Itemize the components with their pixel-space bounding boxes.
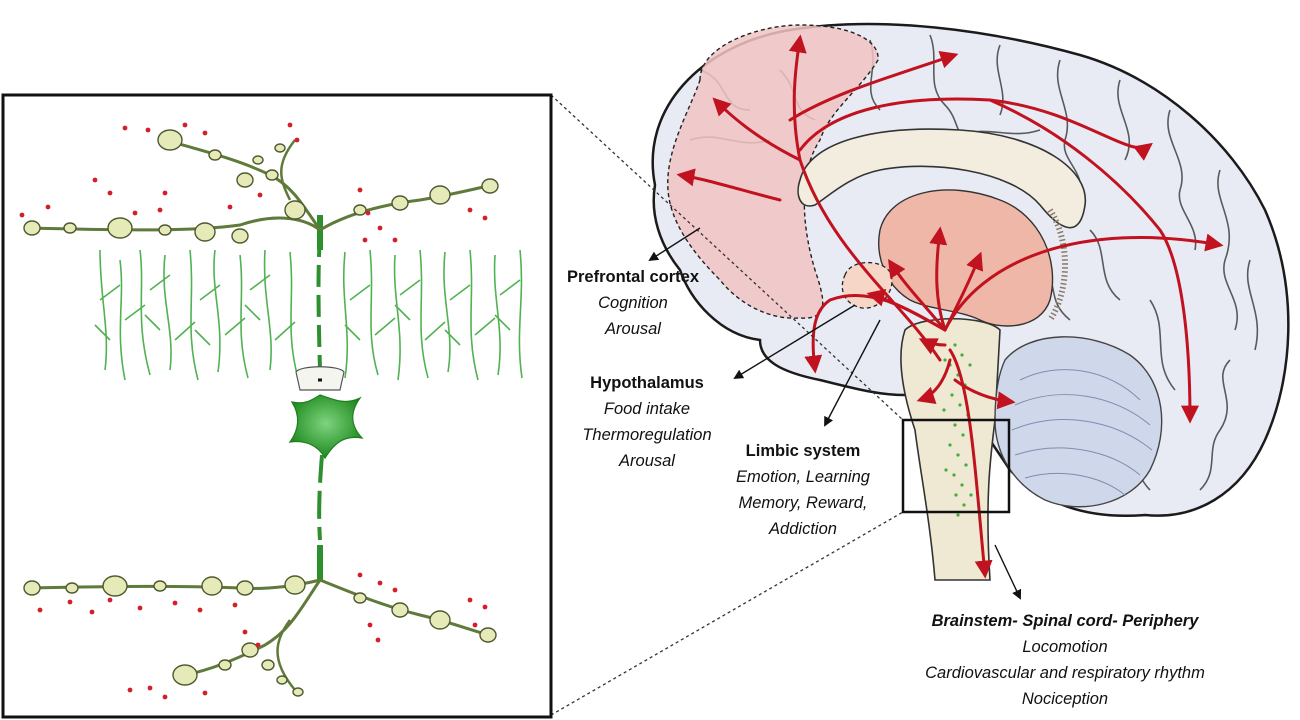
label-pointers: [648, 227, 1022, 600]
limbic-line-2: Memory, Reward,: [738, 494, 868, 512]
locus-coeruleus-dots: [942, 343, 974, 517]
hypothalamus-title: Hypothalamus: [590, 374, 704, 392]
neuron-illustration: [19, 122, 523, 700]
limbic-region: [878, 189, 1054, 327]
limbic-title: Limbic system: [745, 442, 861, 460]
upper-axon-terminals: [23, 129, 499, 244]
prefrontal-line-1: Cognition: [598, 294, 668, 312]
brainstem: [900, 318, 1001, 581]
neuron-main: [288, 215, 364, 580]
released-transmitter-dots: [19, 122, 488, 700]
hypothalamus-line-1: Food intake: [603, 400, 691, 418]
brainstem-line-3: Nociception: [1021, 690, 1109, 708]
brainstem-title: Brainstem- Spinal cord- Periphery: [931, 612, 1199, 630]
prefrontal-label: Prefrontal cortex Cognition Arousal: [553, 264, 713, 342]
neuron-inset-frame: [1, 93, 553, 719]
brainstem-label: Brainstem- Spinal cord- Periphery Locomo…: [885, 608, 1245, 712]
prefrontal-title: Prefrontal cortex: [566, 268, 700, 286]
zoom-lines: [550, 94, 904, 716]
limbic-label: Limbic system Emotion, Learning Memory, …: [718, 438, 888, 542]
brainstem-line-1: Locomotion: [1022, 638, 1108, 656]
hypothalamus-line-2: Thermoregulation: [582, 426, 712, 444]
hypothalamus-line-3: Arousal: [619, 452, 675, 470]
brainstem-inset-box: [901, 418, 1011, 514]
neuron-soma: [288, 394, 364, 460]
limbic-line-1: Emotion, Learning: [736, 468, 870, 486]
brainstem-line-2: Cardiovascular and respiratory rhythm: [925, 664, 1205, 682]
noradrenergic-projections: [676, 34, 1224, 579]
dendritic-field: [94, 249, 523, 381]
hypothalamus-label: Hypothalamus Food intake Thermoregulatio…: [572, 370, 722, 474]
cerebellum: [994, 336, 1163, 508]
lower-axon-terminals: [23, 575, 497, 697]
limbic-line-3: Addiction: [769, 520, 837, 538]
limbic-striations: [1047, 208, 1068, 322]
prefrontal-line-2: Arousal: [605, 320, 661, 338]
brain-illustration: [651, 22, 1290, 581]
corpus-callosum: [797, 128, 1087, 229]
cerebellum-folia: [1011, 369, 1153, 496]
